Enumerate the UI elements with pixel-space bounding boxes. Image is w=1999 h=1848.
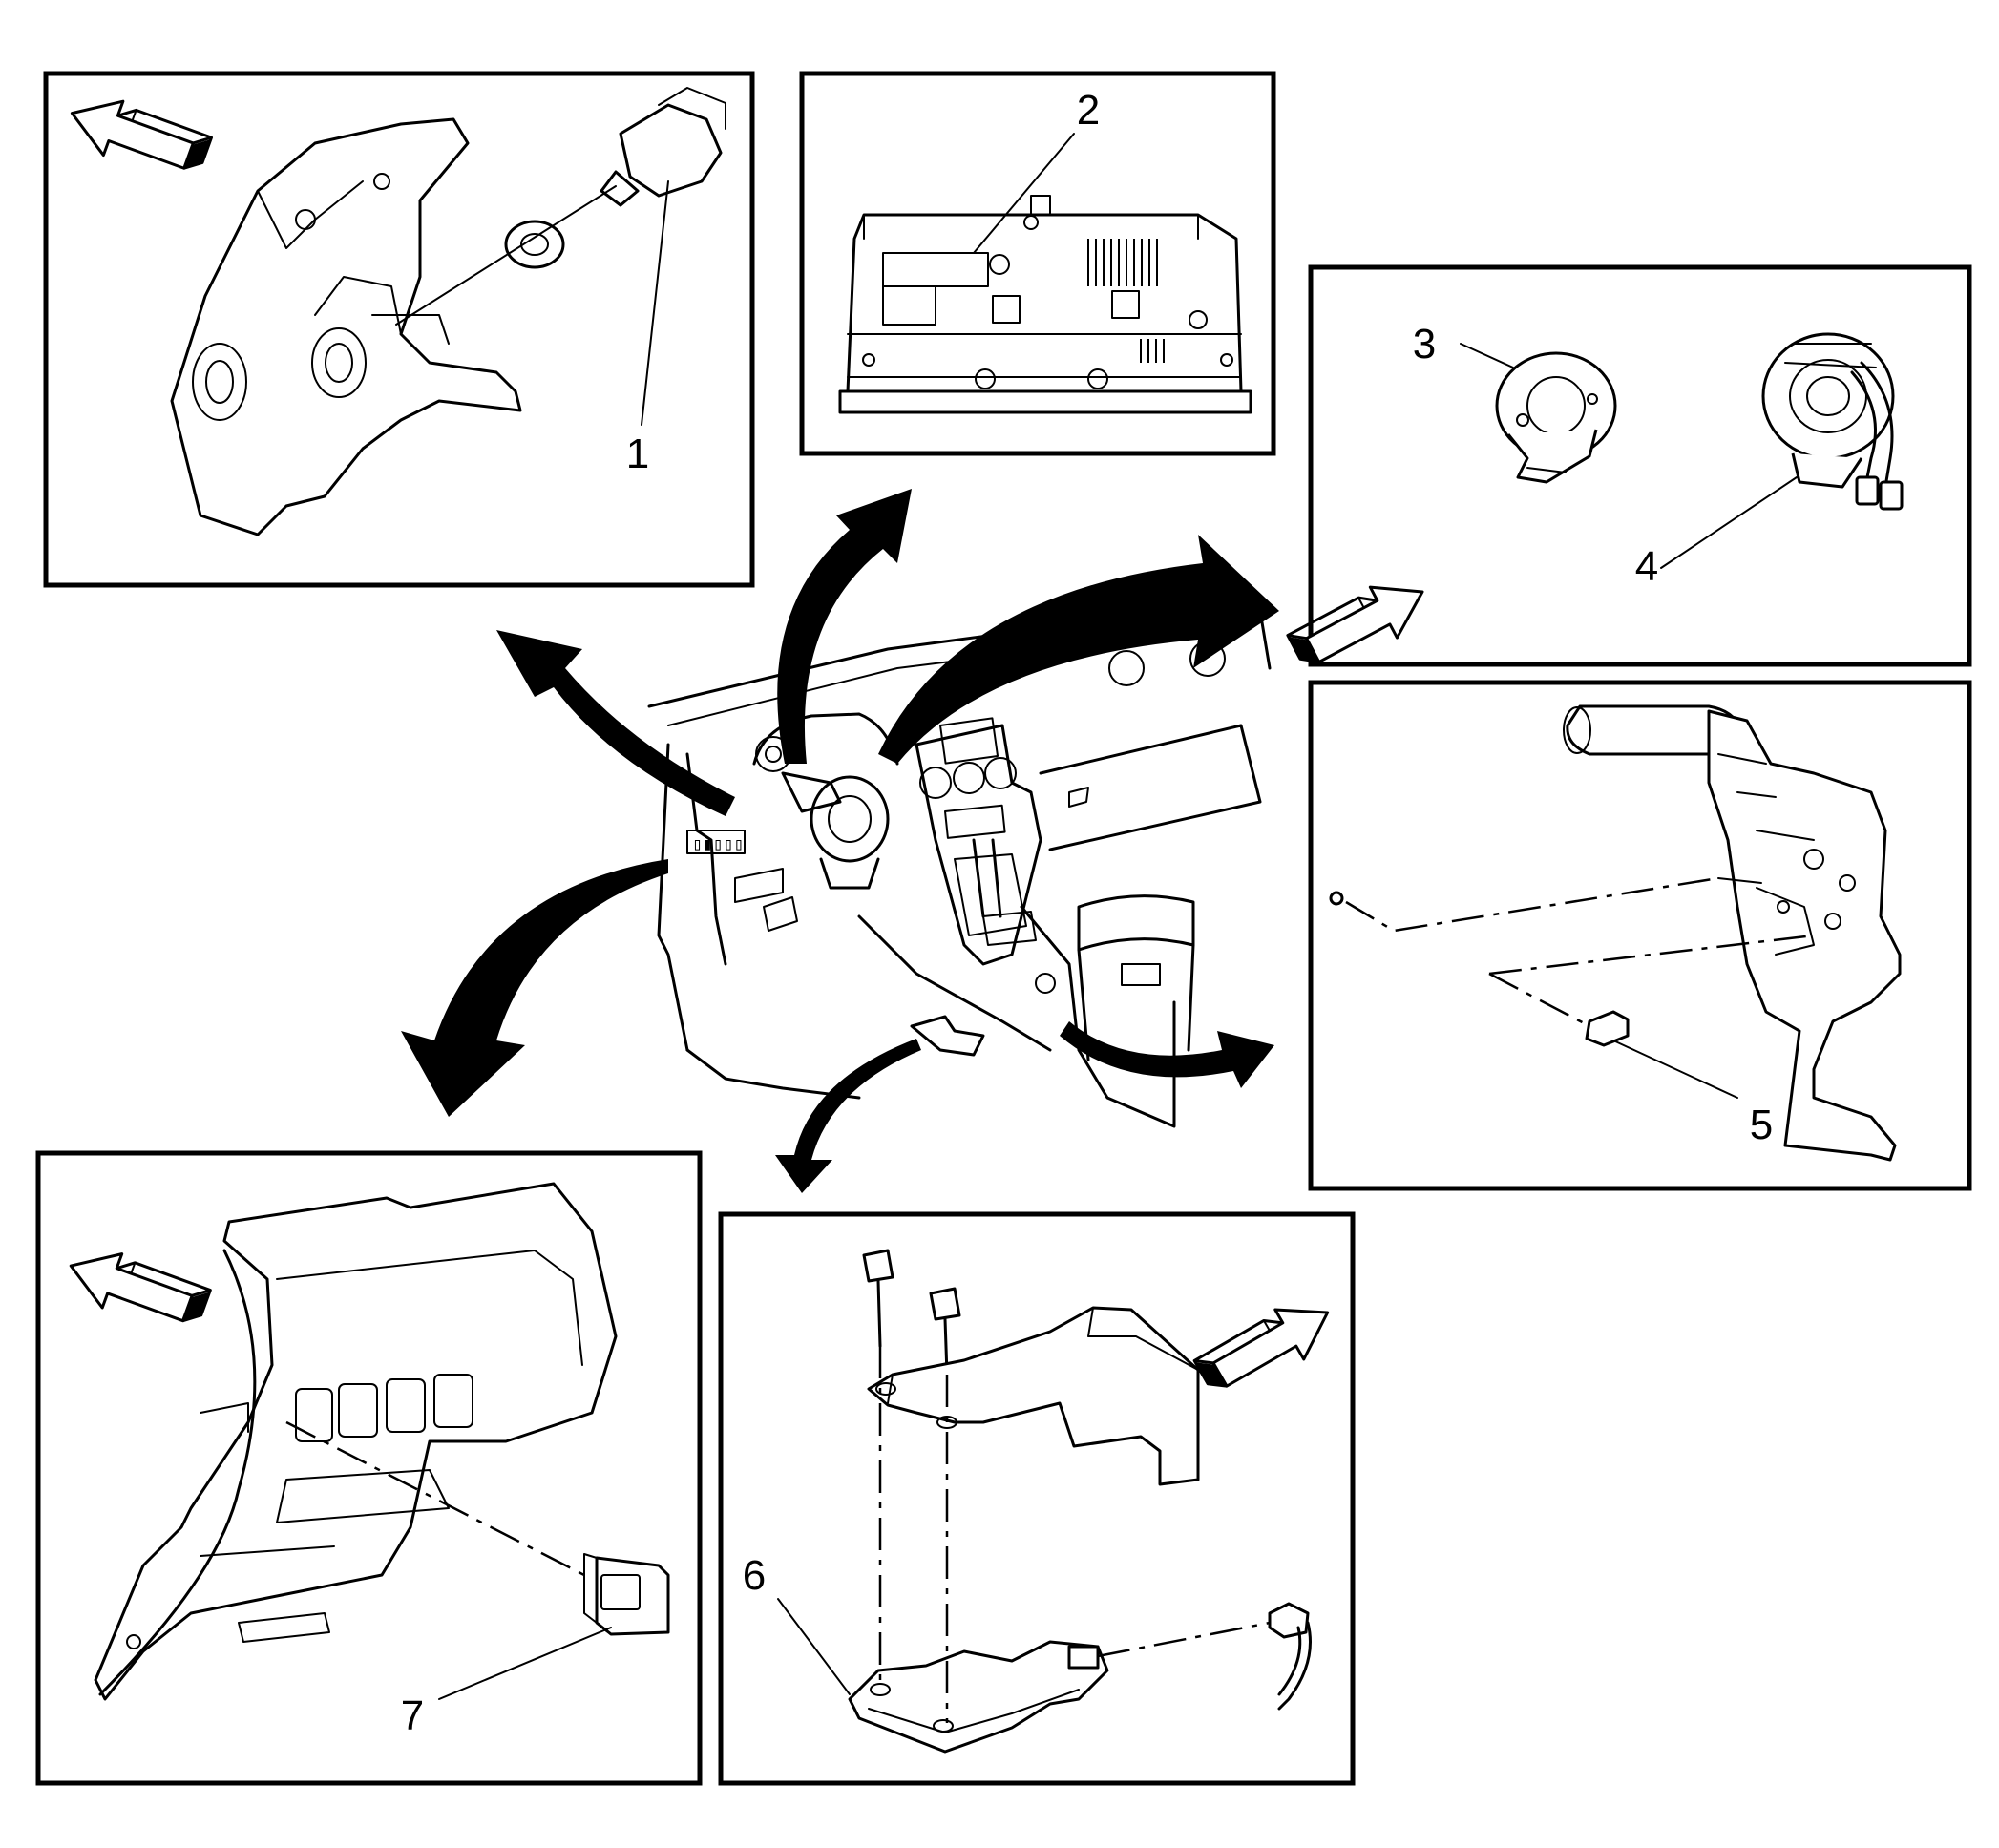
panel-parking-brake: 5 <box>1308 680 1972 1191</box>
panel-lower-dash-switch: 7 <box>35 1150 703 1786</box>
callout-7: 7 <box>401 1692 424 1739</box>
callout-6: 6 <box>743 1552 766 1599</box>
cluster-vent-grille <box>1087 239 1165 363</box>
panel-module-bracket: 6 <box>718 1211 1356 1786</box>
callout-3: 3 <box>1413 321 1436 368</box>
callout-4: 4 <box>1635 543 1658 590</box>
panel-clock-spring: 3 4 <box>1284 264 1972 684</box>
callout-2: 2 <box>1077 87 1100 134</box>
panel-brake-switch: 1 <box>43 71 755 588</box>
callout-5: 5 <box>1750 1102 1773 1148</box>
callout-arrow-icon <box>401 489 1279 1193</box>
panel-instrument-cluster: 2 <box>799 71 1276 456</box>
callout-1: 1 <box>626 430 649 477</box>
svg-text:▯▮▯▯▯: ▯▮▯▯▯ <box>692 836 744 855</box>
